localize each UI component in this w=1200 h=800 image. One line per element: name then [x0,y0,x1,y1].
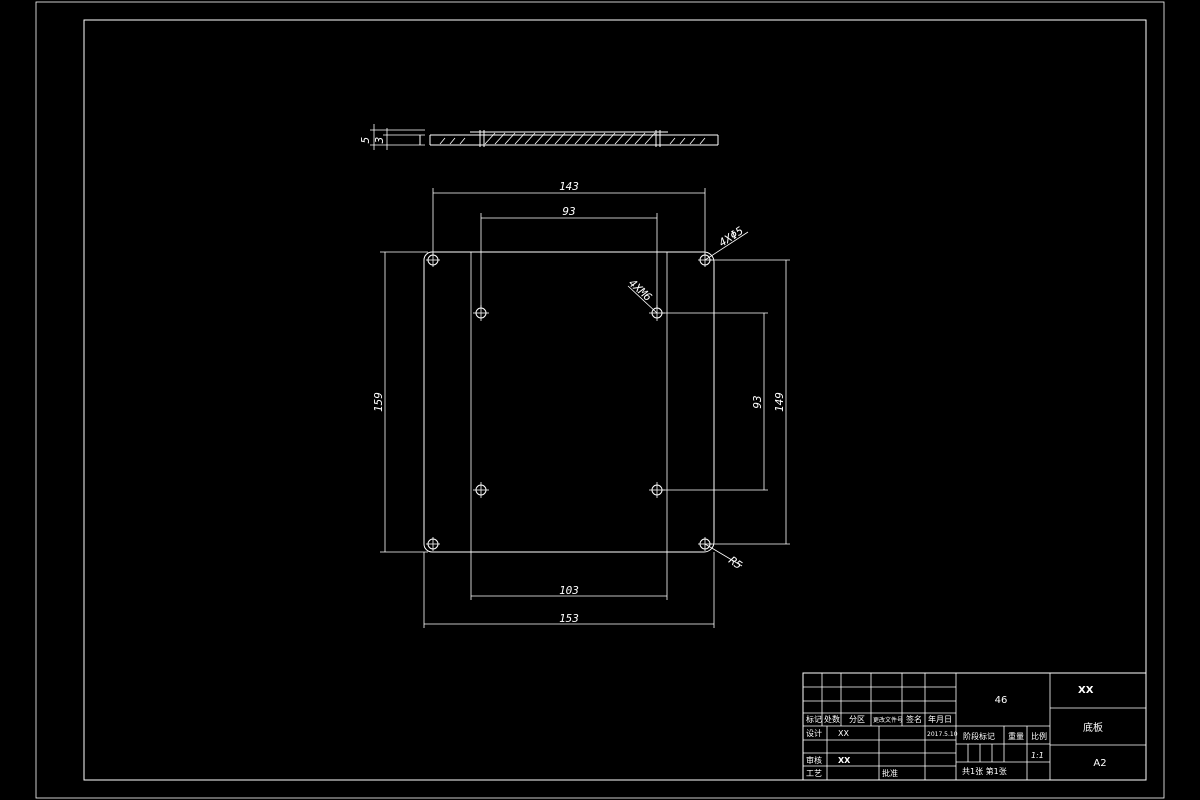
dim-bottom-outer: 153 [559,612,579,625]
corner-hole [426,537,440,551]
tb-header-signature: 签名 [906,714,922,724]
tb-stage-label: 阶段标记 [963,731,995,741]
tb-header-change-doc: 更改文件号 [873,716,903,724]
tb-process-label: 工艺 [806,769,822,778]
dim-right-inner: 93 [751,395,764,408]
section-hatching [439,132,706,145]
title-block [802,672,1147,781]
tb-part-name: 底板 [1083,721,1103,734]
section-step-dim: 3 [373,137,386,145]
tb-checker-label: 审核 [806,755,822,765]
dim-top-outer: 143 [559,180,579,193]
tb-header-count: 处数 [824,714,840,724]
plan-view [423,251,715,553]
dim-left-height: 159 [372,392,385,412]
tb-header-date: 年月日 [928,714,952,724]
tb-material: 46 [995,695,1008,706]
tb-sheet-size: A2 [1093,758,1106,769]
callout-corner-holes: 4XΦ5 [717,224,746,249]
outer-sheet-border [35,1,1165,799]
tb-header-mark: 标记 [806,714,822,724]
section-thickness-dim: 5 [359,137,372,144]
tb-weight-label: 重量 [1008,731,1024,741]
tb-designer-label: 设计 [806,728,822,738]
dimension-lines [380,188,790,628]
drawing-frame [83,19,1147,781]
corner-hole [426,253,440,267]
tb-approve-label: 批准 [882,768,898,778]
tb-scale-label: 比例 [1031,731,1047,741]
callout-radius: R5 [726,554,744,572]
callout-threaded-holes: 4XM6 [626,277,655,305]
tb-sheet-count: 共1张 第1张 [962,766,1007,776]
dim-bottom-inner: 103 [559,584,579,597]
dim-right-outer: 149 [773,392,786,412]
tb-date-value: 2017.5.10 [927,731,958,738]
inner-recess-outline [470,251,668,553]
section-view [370,124,719,150]
plate-outline [423,251,715,553]
tb-header-zone: 分区 [849,715,865,724]
tb-designer-value: XX [838,729,849,738]
dim-top-inner: 93 [562,205,575,218]
tb-scale-value: 1:1 [1031,751,1044,760]
threaded-hole [473,482,489,498]
tb-checker-value: XX [838,756,851,765]
tb-company: XX [1078,685,1094,696]
